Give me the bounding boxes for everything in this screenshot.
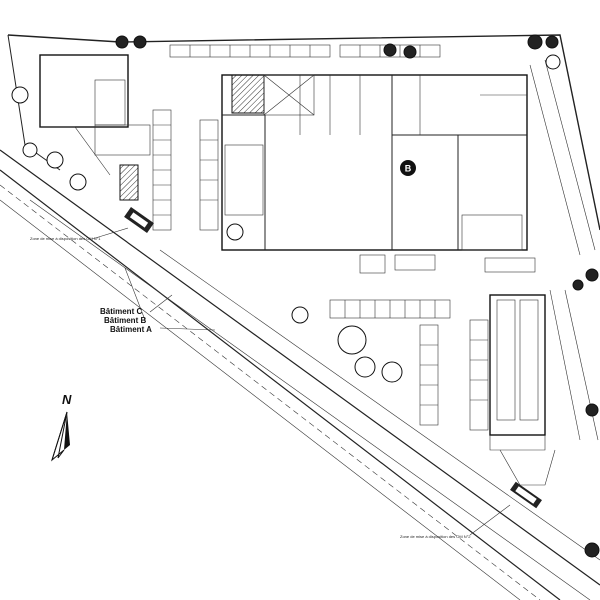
- building-c: [39, 54, 151, 201]
- waste-zone-1-marker: [124, 207, 154, 233]
- north-label: N: [62, 392, 72, 407]
- storage-units: [359, 254, 536, 274]
- label-batiment-b: Bâtiment B: [104, 316, 146, 325]
- label-batiment-c: Bâtiment C: [100, 307, 142, 316]
- road: [0, 149, 600, 600]
- building-b-marker: B: [405, 164, 412, 174]
- parking-middle-row: [329, 299, 489, 431]
- building-southeast: [489, 294, 556, 486]
- building-labels: Bâtiment C Bâtiment B Bâtiment A: [100, 267, 216, 334]
- parking-top-row: [169, 44, 441, 58]
- building-main: B: [221, 74, 528, 251]
- label-batiment-a: Bâtiment A: [110, 325, 152, 334]
- trees: [11, 34, 600, 558]
- waste-zone-2-marker: [510, 481, 542, 509]
- waste-zone-1-label: Zone de mise à disposition des OM N°1: [30, 236, 101, 241]
- waste-zone-2-label: Zone de mise à disposition des OM N°2: [400, 534, 471, 539]
- parking-left-column: [152, 109, 219, 231]
- north-arrow-icon: N: [51, 392, 72, 462]
